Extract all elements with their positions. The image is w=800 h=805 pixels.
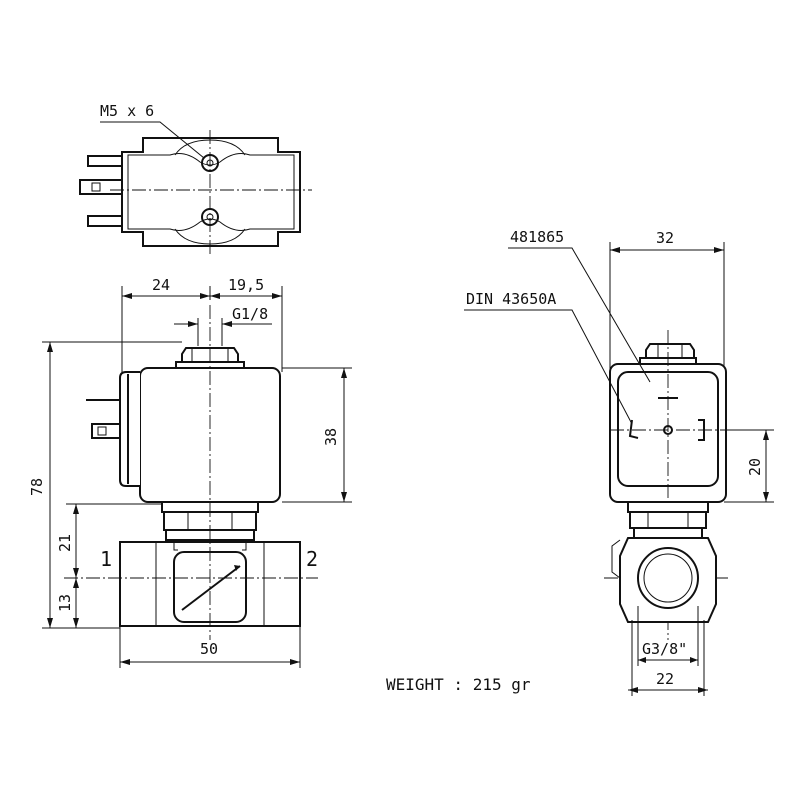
dim-22-label: 22 <box>656 670 674 688</box>
dim-32-label: 32 <box>656 229 674 247</box>
dim-78-label: 78 <box>28 478 46 496</box>
dim-50-label: 50 <box>200 640 218 658</box>
part-number-label: 481865 <box>510 228 564 246</box>
dim-20-label: 20 <box>746 458 764 476</box>
thread-side-label: G3/8" <box>642 640 687 658</box>
dim-24-label: 24 <box>152 276 170 294</box>
front-view: 24 19,5 G1/8 <box>28 276 352 668</box>
dim-13-label: 13 <box>56 594 74 612</box>
screw-label: M5 x 6 <box>100 102 154 120</box>
top-view: M5 x 6 <box>79 102 312 254</box>
port-1-label: 1 <box>100 547 112 571</box>
dim-38-label: 38 <box>322 428 340 446</box>
weight-label: WEIGHT : 215 gr <box>386 675 531 694</box>
port-2-label: 2 <box>306 547 318 571</box>
thread-top-label: G1/8 <box>232 305 268 323</box>
side-view: 32 481865 DIN 43650A 20 <box>464 228 774 696</box>
dim-21-label: 21 <box>56 534 74 552</box>
connector-standard-label: DIN 43650A <box>466 290 556 308</box>
dim-19-5-label: 19,5 <box>228 276 264 294</box>
